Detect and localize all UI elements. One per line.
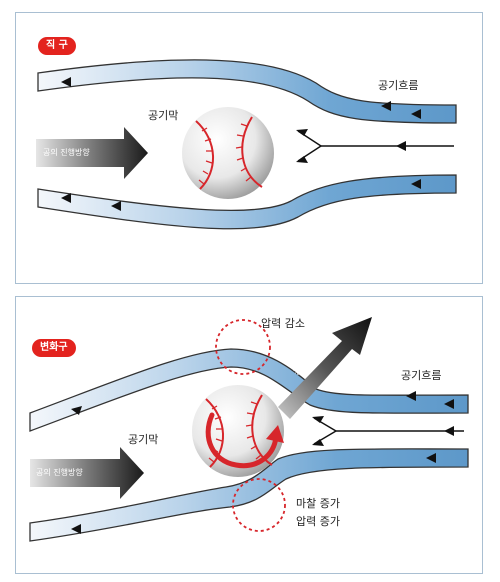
air-film-label: 공기막 [148, 109, 179, 122]
spin-arrowhead [266, 425, 284, 443]
upper-airflow-stream [29, 348, 469, 432]
upper-airflow-stream [37, 59, 457, 124]
breaking-ball-badge: 변화구 [32, 339, 76, 357]
ball-direction-arrow [30, 447, 144, 499]
flow-arrowhead [296, 129, 308, 136]
flow-arrowhead [71, 406, 82, 415]
baseball [182, 107, 274, 199]
ball-direction-label: 공의 진행방향 [43, 148, 90, 157]
airflow-label: 공기흐름 [401, 369, 442, 382]
flow-arrowhead [411, 109, 421, 119]
lower-airflow-stream [29, 448, 469, 542]
flow-arrowhead [61, 77, 71, 87]
flow-arrowhead [381, 101, 391, 111]
breaking-ball-diagram [29, 317, 469, 542]
straight-ball-diagram [36, 59, 457, 230]
pressure-increase-label: 압력 증가 [296, 515, 340, 528]
spin-arrow [205, 412, 279, 469]
ball-direction-label: 공의 진행방향 [36, 468, 83, 477]
flow-arrowhead [426, 453, 436, 463]
flow-arrowhead [296, 156, 308, 163]
straight-ball-badge: 직 구 [38, 37, 76, 55]
flow-arrowhead [444, 426, 454, 436]
high-pressure-zone-circle [232, 478, 286, 532]
flow-arrowhead [71, 524, 81, 534]
flow-arrowhead [444, 399, 454, 409]
flow-arrowhead [312, 439, 324, 446]
flow-arrowhead [411, 179, 421, 189]
airflow-label: 공기흐름 [378, 79, 419, 92]
flow-arrowhead [61, 193, 71, 203]
ball-deflection-arrow [278, 317, 372, 419]
low-pressure-zone-circle [215, 319, 271, 375]
flow-arrowhead [312, 416, 324, 423]
splitting-airflow-line [313, 417, 464, 445]
flow-arrowhead [111, 201, 121, 211]
flow-arrowhead [406, 391, 416, 401]
breaking-ball-panel: 변화구 압력 감소 공의 진행방향 공기흐름 공기막 공의 진행방향 마찰 증가… [15, 296, 483, 574]
air-film-label: 공기막 [128, 433, 159, 446]
ball-direction-arrow [36, 127, 148, 179]
pressure-decrease-label: 압력 감소 [261, 317, 305, 330]
friction-increase-label: 마찰 증가 [296, 497, 340, 510]
splitting-airflow-line [297, 130, 454, 162]
flow-arrowhead [396, 141, 406, 151]
straight-ball-panel: 직 구 공기흐름 공기막 공의 진행방향 [15, 12, 483, 284]
lower-airflow-stream [37, 174, 457, 230]
spinning-baseball [192, 385, 284, 477]
